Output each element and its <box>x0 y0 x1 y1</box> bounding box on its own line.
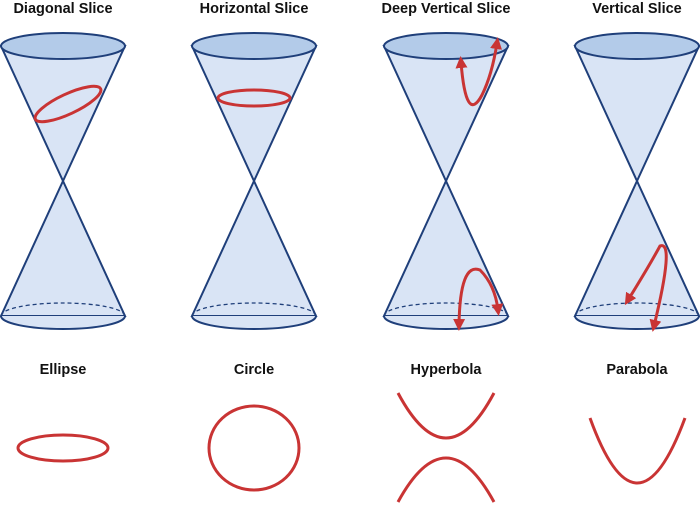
cone-deep-vertical <box>383 32 509 331</box>
circle-curve <box>207 404 301 492</box>
cone-vertical <box>574 32 700 332</box>
label-parabola: Parabola <box>606 362 668 378</box>
parabola-curve <box>588 417 687 485</box>
horizontal-slice-circle <box>216 88 292 108</box>
hyperbola-lower-branch <box>396 456 496 503</box>
parabola-slice-arrow <box>624 244 668 332</box>
cone-horizontal <box>191 32 317 330</box>
label-ellipse: Ellipse <box>40 362 87 378</box>
title-vertical-slice: Vertical Slice <box>592 1 681 17</box>
diagonal-slice-ellipse <box>33 84 103 124</box>
label-hyperbola: Hyperbola <box>411 362 483 378</box>
title-horizontal-slice: Horizontal Slice <box>200 1 309 17</box>
label-circle: Circle <box>234 362 274 378</box>
hyperbola-upper-slice-arrow <box>455 37 503 107</box>
cone-diagonal <box>0 32 126 330</box>
title-diagonal-slice: Diagonal Slice <box>13 1 112 17</box>
title-deep-vertical-slice: Deep Vertical Slice <box>382 1 511 17</box>
hyperbola-lower-slice-arrow <box>453 267 504 331</box>
hyperbola-upper-branch <box>396 392 496 440</box>
ellipse-curve <box>16 433 110 463</box>
